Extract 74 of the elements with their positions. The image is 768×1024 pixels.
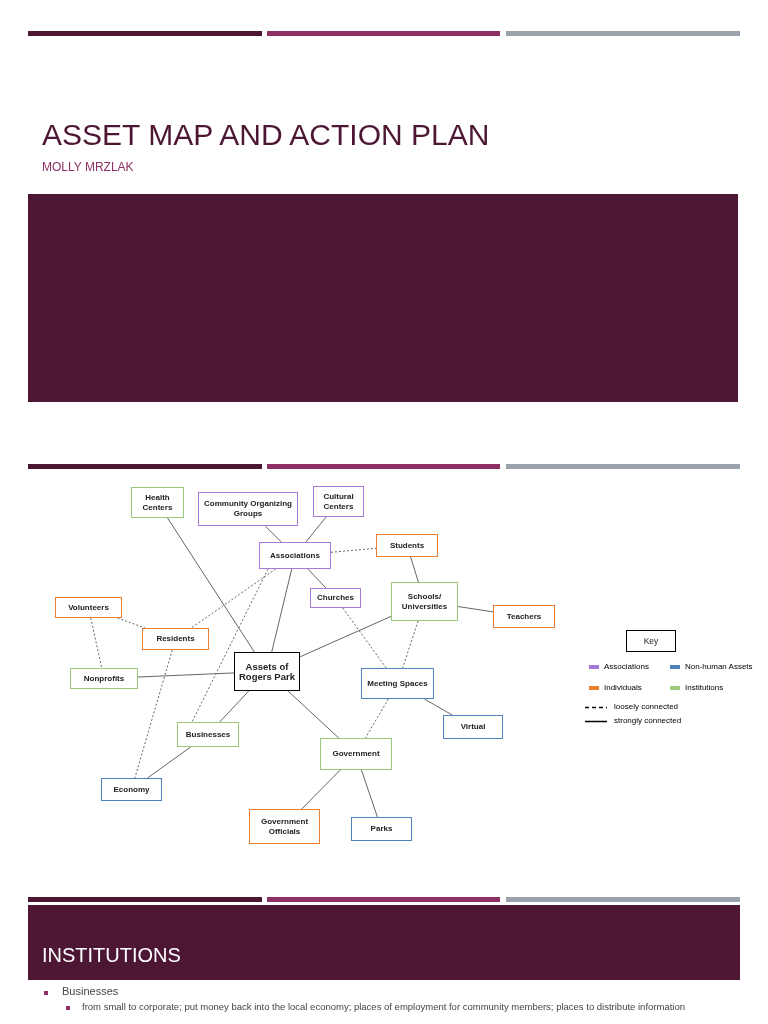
asset-box (320, 738, 392, 770)
legend-label: loosely connected (614, 702, 679, 711)
asset-box (310, 588, 361, 608)
central-box (234, 652, 300, 691)
node-label: Community Organizing Groups (203, 499, 293, 519)
node-label: Meeting Spaces (367, 678, 428, 689)
connector-line (301, 769, 341, 810)
connector-line (147, 746, 192, 779)
node-label: Assets of Rogers Park (238, 661, 296, 682)
node-label: Volunteers (68, 602, 109, 613)
legend-label: Non-human Assets (685, 662, 753, 671)
asset-box (391, 582, 458, 621)
asset-box (177, 722, 239, 747)
connector-line (457, 606, 494, 613)
connector-line (190, 568, 277, 629)
asset-box (131, 487, 184, 518)
node-label: Nonprofits (83, 673, 125, 684)
node-label: Virtual (460, 722, 486, 732)
connector-line (423, 698, 453, 716)
connector-line (271, 568, 293, 653)
connector-line (342, 607, 387, 669)
node-label: Key (643, 636, 659, 646)
key-box (626, 630, 676, 652)
connector-line (330, 547, 377, 553)
subtitle: MOLLY MRZLAK (42, 160, 134, 174)
bullet-text: from small to corporate; put money back into the local economy; places of employment for community members; places to distribute information (82, 1001, 686, 1012)
asset-box (198, 492, 298, 526)
asset-box (249, 809, 320, 844)
asset-box (259, 542, 331, 569)
connector-line (307, 568, 327, 589)
node-label: Associations (270, 550, 320, 561)
asset-box (142, 628, 209, 650)
node-label: Schools/ Universities (400, 591, 449, 612)
node-label: Cultural Centers (322, 491, 355, 512)
asset-box (493, 605, 555, 628)
node-label: Students (389, 540, 425, 551)
connector-line (134, 649, 173, 779)
connector-line (305, 516, 327, 543)
asset-box (70, 668, 138, 689)
node-label: Churches (317, 593, 354, 603)
connector-line (402, 620, 419, 669)
asset-box (443, 715, 503, 739)
legend-label: Associations (604, 662, 649, 671)
connector-line (137, 672, 235, 678)
legend-label: Institutions (685, 683, 724, 692)
asset-box (313, 486, 364, 517)
asset-box (351, 817, 412, 841)
node-label: Government (332, 749, 380, 759)
connector-line (364, 698, 389, 739)
legend-label: strongly connected (614, 716, 682, 725)
section-heading: INSTITUTIONS (42, 944, 181, 967)
node-label: Economy (113, 784, 150, 795)
connector-line (264, 525, 282, 543)
connector-line (299, 615, 392, 658)
connector-line (90, 617, 103, 669)
title: ASSET MAP AND ACTION PLAN (42, 118, 490, 152)
node-label: Teachers (506, 611, 542, 622)
connector-line (360, 769, 378, 818)
asset-box (361, 668, 434, 699)
bullet-text: Businesses (62, 985, 119, 997)
asset-box (101, 778, 162, 801)
asset-box (55, 597, 122, 618)
node-label: Government Officials (259, 816, 310, 837)
connector-line (219, 690, 250, 723)
connector-line (287, 690, 340, 739)
connector-line (167, 517, 255, 653)
connector-line (191, 568, 269, 723)
node-label: Health Centers (141, 492, 174, 513)
node-label: Businesses (185, 729, 231, 740)
connector-line (410, 556, 419, 583)
node-label: Residents (156, 634, 195, 644)
node-label: Parks (370, 824, 393, 834)
asset-box (376, 534, 438, 557)
legend-label: Individuals (604, 683, 642, 692)
